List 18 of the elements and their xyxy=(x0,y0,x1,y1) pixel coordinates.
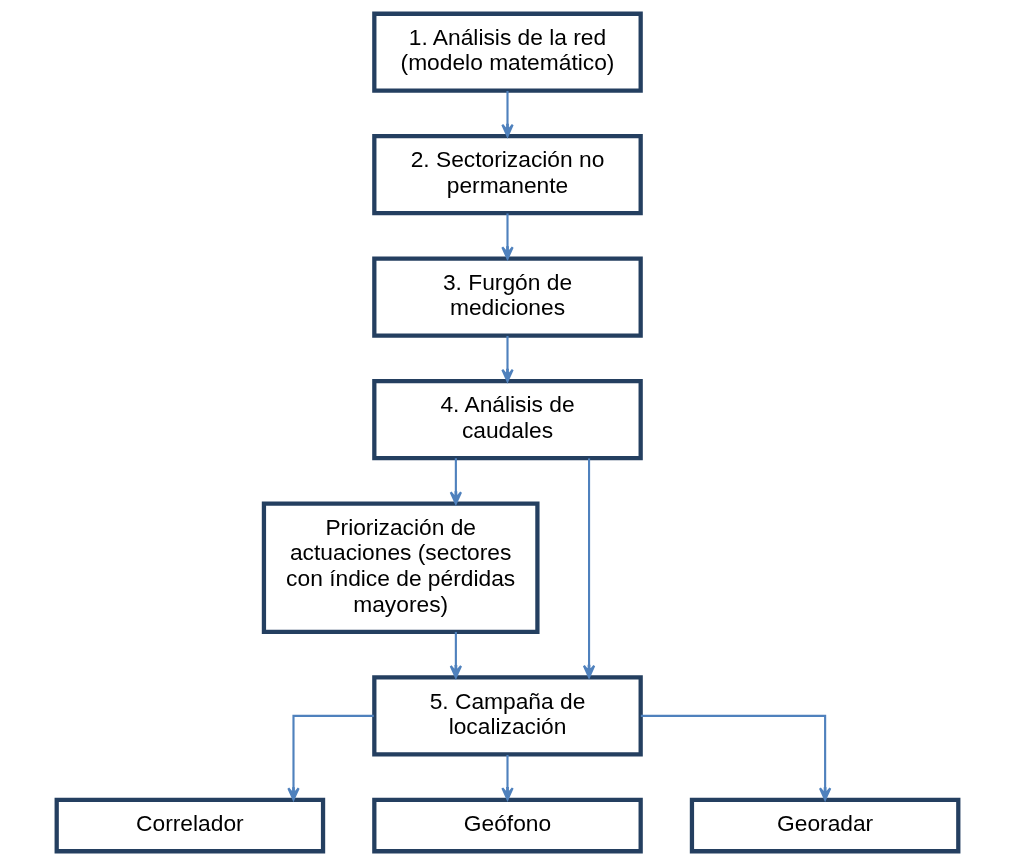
arrow xyxy=(640,714,831,801)
node-box: Priorización de actuaciones (sectores con índice de pérdidas mayores) xyxy=(261,501,540,635)
arrow xyxy=(449,458,462,505)
node-box: Correlador xyxy=(54,797,325,854)
arrow xyxy=(500,90,514,138)
node-box: Geófono xyxy=(371,797,643,854)
arrow xyxy=(582,458,595,679)
node-box: 3. Furgón de mediciones xyxy=(371,256,643,338)
node-box: 1. Análisis de la red (modelo matemático) xyxy=(371,11,643,93)
arrow xyxy=(500,754,514,801)
arrow xyxy=(286,714,374,801)
node-box: 4. Análisis de caudales xyxy=(371,379,643,461)
arrow xyxy=(449,631,462,679)
node-box: 5. Campaña de localización xyxy=(371,675,643,757)
arrow xyxy=(500,213,514,260)
node-box: Georadar xyxy=(689,797,960,854)
arrow xyxy=(500,335,514,383)
node-box: 2. Sectorización no permanente xyxy=(371,134,643,216)
